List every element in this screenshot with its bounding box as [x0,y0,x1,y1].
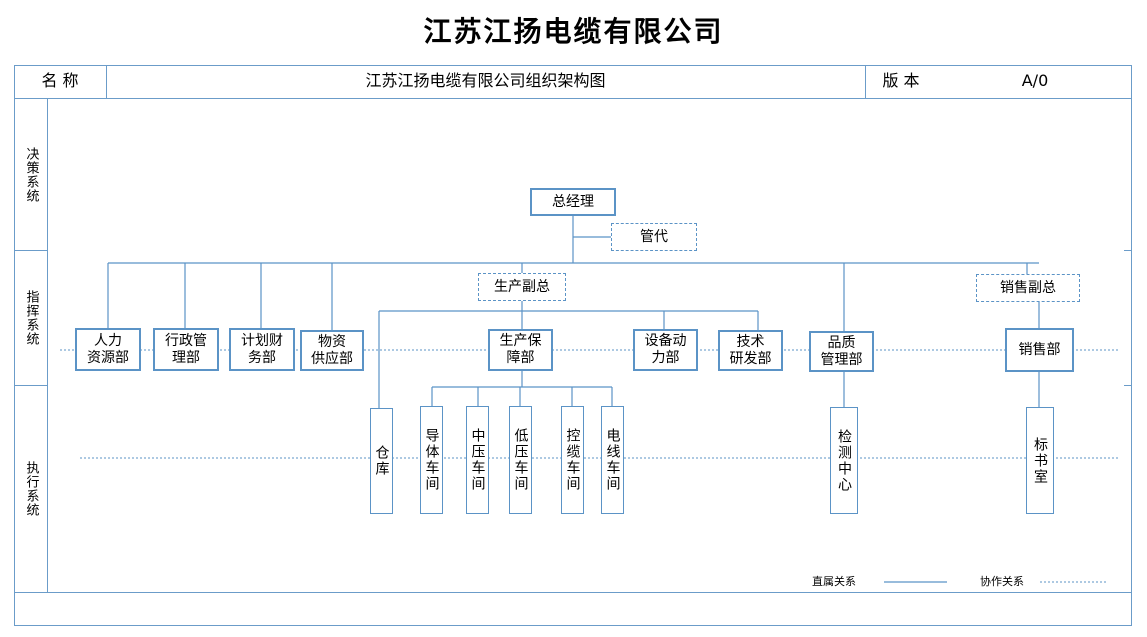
doc-name: 江苏江扬电缆有限公司组织架构图 [365,71,606,90]
box-quality: 品质 管理部 [809,331,874,372]
box-test-center: 检测中心 [830,407,858,514]
header-divider [14,98,1132,99]
row-label-execution: 执行系统 [23,461,39,517]
box-tech-rd: 技术 研发部 [718,330,783,371]
row-label-command: 指挥系统 [23,290,39,346]
row-label-decision: 决策系统 [23,146,39,203]
box-admin: 行政管 理部 [153,328,219,371]
box-control-cable-workshop: 控缆车间 [561,406,584,514]
legend-coop-label: 协作关系 [980,575,1024,588]
box-production-vp: 生产副总 [478,273,566,301]
row-divider-1 [14,250,47,251]
version-label: 版 本 [882,71,920,90]
company-title: 江苏江扬电缆有限公司 [423,15,724,48]
row-tick-right-1 [1124,250,1132,251]
row-label-divider [47,98,48,592]
box-wire-workshop: 电线车间 [601,406,624,514]
box-management-agent: 管代 [611,223,697,251]
box-conductor-workshop: 导体车间 [420,406,443,514]
legend-direct-label: 直属关系 [812,575,856,588]
box-general-manager: 总经理 [530,188,616,216]
box-warehouse: 仓库 [370,408,393,514]
row-divider-2 [14,385,47,386]
box-tender-office: 标书室 [1026,407,1054,514]
box-sales-vp: 销售副总 [976,274,1080,302]
box-mv-workshop: 中压车间 [466,406,489,514]
box-lv-workshop: 低压车间 [509,406,532,514]
row-tick-right-2 [1124,385,1132,386]
box-finance: 计划财 务部 [229,328,295,371]
box-supply: 物资 供应部 [300,330,364,371]
footer-divider [14,592,1132,593]
box-equipment: 设备动 力部 [633,329,698,371]
version-value: A/0 [1021,71,1049,90]
box-sales: 销售部 [1005,328,1074,372]
box-production-support: 生产保 障部 [488,329,553,371]
chart-frame [14,65,1132,626]
header-col-divider-2 [865,65,866,98]
name-label: 名 称 [41,71,79,90]
header-col-divider-1 [106,65,107,98]
box-hr: 人力 资源部 [75,328,141,371]
